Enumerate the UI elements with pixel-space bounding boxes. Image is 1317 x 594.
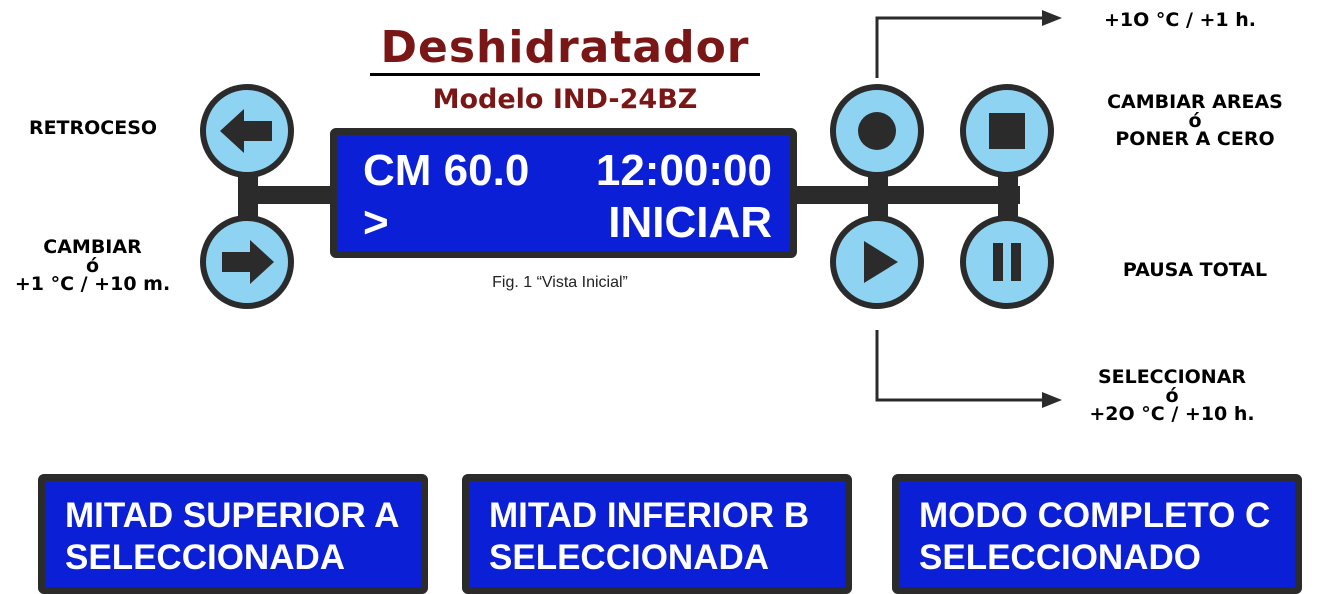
lcd-cursor: > bbox=[363, 198, 389, 247]
pause-icon bbox=[993, 243, 1021, 281]
play-label-line-2: ó bbox=[1165, 385, 1179, 407]
figure-caption: Fig. 1 “Vista Inicial” bbox=[492, 274, 628, 291]
mode-display-a: MITAD SUPERIOR A SELECCIONADA bbox=[38, 474, 428, 594]
forward-label-line-2: ó bbox=[85, 255, 100, 277]
back-label: RETROCESO bbox=[28, 117, 158, 139]
play-label: SELECCIONAR ó +2O °C / +10 h. bbox=[1062, 367, 1282, 425]
main-lcd-display: CM 60.0 12:00:00 > INICIAR bbox=[330, 128, 797, 258]
mode-b-line-1: MITAD INFERIOR B bbox=[489, 496, 810, 535]
left-horizontal-bar bbox=[248, 186, 338, 204]
lcd-action: INICIAR bbox=[608, 198, 772, 247]
arrow-top-line bbox=[875, 16, 1045, 78]
mode-display-b: MITAD INFERIOR B SELECCIONADA bbox=[462, 474, 852, 594]
forward-button[interactable] bbox=[198, 213, 296, 311]
play-label-line-1: SELECCIONAR bbox=[1097, 366, 1247, 388]
record-label: +1O °C / +1 h. bbox=[1103, 9, 1257, 31]
lcd-temperature: CM 60.0 bbox=[363, 146, 530, 195]
pause-label: PAUSA TOTAL bbox=[1122, 259, 1268, 281]
page-title: Deshidratador bbox=[380, 22, 750, 73]
arrow-top-head bbox=[1042, 10, 1062, 26]
mode-a-line-2: SELECCIONADA bbox=[65, 538, 346, 577]
mode-c-line-1: MODO COMPLETO C bbox=[919, 496, 1271, 535]
pause-button[interactable] bbox=[958, 213, 1056, 311]
model-subtitle: Modelo IND-24BZ bbox=[432, 84, 698, 115]
play-label-line-3: +2O °C / +10 h. bbox=[1089, 403, 1255, 425]
stop-label-line-1: CAMBIAR AREAS bbox=[1107, 91, 1283, 113]
square-icon bbox=[989, 113, 1025, 149]
mode-b-line-2: SELECCIONADA bbox=[489, 538, 770, 577]
arrow-left-icon bbox=[220, 109, 272, 153]
arrow-bottom-line bbox=[875, 330, 1045, 402]
right-horizontal-bar bbox=[790, 186, 1020, 204]
stop-label-line-2: ó bbox=[1188, 110, 1202, 132]
title-underline bbox=[370, 73, 760, 76]
stop-button[interactable] bbox=[958, 82, 1056, 180]
lcd-time: 12:00:00 bbox=[595, 146, 772, 195]
forward-label-line-1: CAMBIAR bbox=[43, 236, 142, 258]
stop-label: CAMBIAR AREAS ó PONER A CERO bbox=[1075, 92, 1315, 150]
back-button[interactable] bbox=[198, 82, 296, 180]
forward-label: CAMBIAR ó +1 °C / +10 m. bbox=[0, 237, 185, 295]
arrow-bottom-head bbox=[1042, 392, 1062, 408]
stop-label-line-3: PONER A CERO bbox=[1115, 128, 1275, 150]
mode-c-line-2: SELECCIONADO bbox=[919, 538, 1201, 577]
mode-a-line-1: MITAD SUPERIOR A bbox=[65, 496, 400, 535]
circle-icon bbox=[858, 112, 896, 150]
mode-display-c: MODO COMPLETO C SELECCIONADO bbox=[892, 474, 1302, 594]
play-button[interactable] bbox=[828, 213, 926, 311]
forward-label-line-3: +1 °C / +10 m. bbox=[14, 273, 171, 295]
play-icon bbox=[864, 241, 898, 283]
arrow-right-icon bbox=[222, 240, 274, 284]
record-button[interactable] bbox=[828, 82, 926, 180]
